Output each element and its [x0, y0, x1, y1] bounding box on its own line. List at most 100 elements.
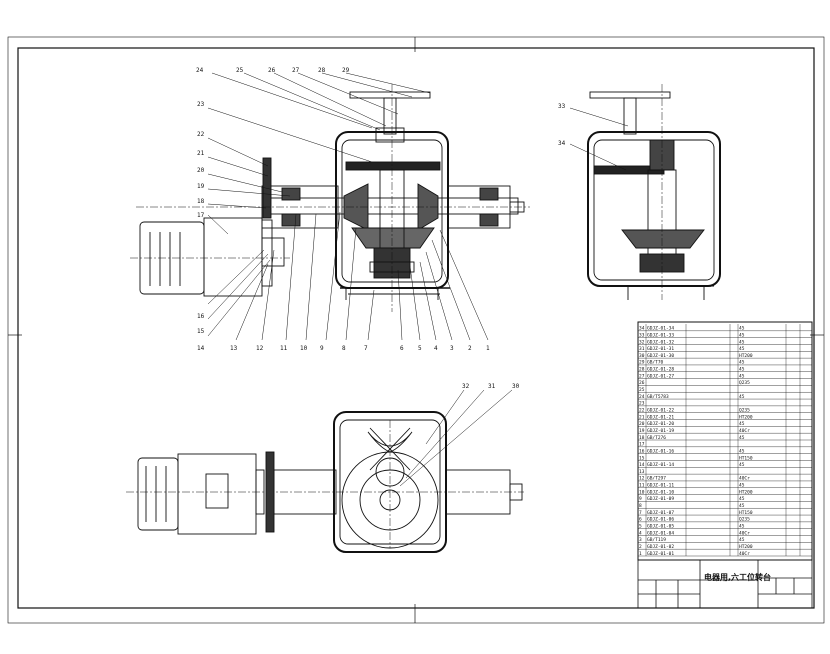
bom-cell: GDJZ-01-16: [647, 448, 674, 454]
balloon: 8: [342, 345, 346, 352]
plan-leader-lines: [399, 389, 513, 487]
bom-cell: 17: [639, 442, 645, 448]
bom-cell: 14: [639, 462, 645, 468]
bom-cell: GDJZ-01-19: [647, 428, 674, 434]
balloon: 33: [558, 103, 566, 110]
balloon: 18: [197, 198, 205, 205]
balloon: 32: [462, 383, 470, 390]
bom-cell: 45: [739, 435, 745, 441]
bom-cell: GB/T5783: [647, 394, 669, 400]
bom-cell: 6: [639, 517, 642, 523]
bom-cell: GDJZ-01-34: [647, 326, 674, 332]
side-leader-lines: [569, 107, 629, 171]
balloon: 28: [318, 67, 326, 74]
bom-cell: 40Cr: [739, 551, 750, 557]
bom-cell: GDJZ-01-04: [647, 530, 674, 536]
balloon: 31: [488, 383, 496, 390]
balloon: 21: [197, 150, 205, 157]
front-leader-lines: [207, 72, 489, 341]
bom-cell: 3: [639, 537, 642, 543]
bom-cell: 45: [739, 394, 745, 400]
bom-cell: 45: [739, 421, 745, 427]
bom-cell: 16: [639, 448, 645, 454]
bom-cell: GDJZ-01-09: [647, 496, 674, 502]
bom-cell: GDJZ-01-30: [647, 353, 674, 359]
bom-cell: 45: [739, 367, 745, 373]
bom-cell: 25: [639, 387, 645, 393]
balloon: 3: [450, 345, 454, 352]
bom-cell: 18: [639, 435, 645, 441]
bom-cell: GDJZ-01-05: [647, 524, 674, 530]
bom-cell: 31: [639, 346, 645, 352]
bom-cell: GDJZ-01-28: [647, 367, 674, 373]
bom-cell: 40Cr: [739, 428, 750, 434]
bom-cell: 29: [639, 360, 645, 366]
bom-cell: GB/T119: [647, 537, 666, 543]
bom-cell: 45: [739, 496, 745, 502]
bom-cell: 45: [739, 483, 745, 489]
balloon: 2: [468, 345, 472, 352]
bom-cell: 45: [739, 339, 745, 345]
balloon: 22: [197, 131, 205, 138]
bom-cell: GB/T276: [647, 435, 666, 441]
bom-cell: GDJZ-01-20: [647, 421, 674, 427]
bom-cell: 45: [739, 537, 745, 543]
bom-cell: GDJZ-01-11: [647, 483, 674, 489]
bom-cell: HT150: [739, 510, 753, 516]
bom-cell: 32: [639, 339, 645, 345]
bom-cell: GDJZ-01-07: [647, 510, 674, 516]
balloon: 16: [197, 313, 205, 320]
bom-cell: 12: [639, 476, 645, 482]
bom-cell: 45: [739, 360, 745, 366]
balloon: 27: [292, 67, 300, 74]
bom-cell: 19: [639, 428, 645, 434]
balloon: 5: [418, 345, 422, 352]
bom-cell: 45: [739, 503, 745, 509]
balloon: 34: [558, 140, 566, 147]
balloon: 20: [197, 167, 205, 174]
bom-cell: 23: [639, 401, 645, 407]
bom-cell: 13: [639, 469, 645, 475]
balloon: 9: [320, 345, 324, 352]
balloon: 7: [364, 345, 368, 352]
bom-cell: HT200: [739, 414, 753, 420]
balloon: 23: [197, 101, 205, 108]
plan-view: [126, 411, 524, 553]
drawing-title: 电器用,六工位转台: [704, 572, 771, 582]
bom-cell: GDJZ-01-10: [647, 489, 674, 495]
sheet-inner-border: [17, 47, 815, 609]
bom-cell: 45: [739, 326, 745, 332]
balloon: 12: [256, 345, 264, 352]
front-balloons: 24 25 26 27 28 29 23 22 21 20 19 18 17 1…: [196, 67, 490, 352]
title-block: [637, 559, 813, 609]
balloon: 6: [400, 345, 404, 352]
bom-cell: 34: [639, 326, 645, 332]
bom-cell: GDJZ-01-22: [647, 408, 674, 414]
bom-cell: Q235: [739, 517, 750, 523]
balloon: 24: [196, 67, 204, 74]
bom-cell: 27: [639, 373, 645, 379]
balloon: 15: [197, 328, 205, 335]
balloon: 26: [268, 67, 276, 74]
bom-cell: 8: [639, 503, 642, 509]
bom-cell: GDJZ-01-27: [647, 373, 674, 379]
sheet-outer-border: [7, 36, 825, 624]
bom-cell: 5: [639, 524, 642, 530]
bom-cell: 45: [739, 373, 745, 379]
bom-cell: Q235: [739, 408, 750, 414]
bom-cell: 4: [639, 530, 642, 536]
balloon: 1: [486, 345, 490, 352]
bom-cell: 30: [639, 353, 645, 359]
bom-cell: GDJZ-01-06: [647, 517, 674, 523]
balloon: 4: [434, 345, 438, 352]
balloon: 29: [342, 67, 350, 74]
balloon: 25: [236, 67, 244, 74]
bom-cell: GDJZ-01-01: [647, 551, 674, 557]
bom-cell: HT200: [739, 353, 753, 359]
bom-cell: 45: [739, 448, 745, 454]
bom-cell: 7: [639, 510, 642, 516]
bom-cell: 22: [639, 408, 645, 414]
bom-cell: 10: [639, 489, 645, 495]
bom-cell: GDJZ-01-33: [647, 332, 674, 338]
